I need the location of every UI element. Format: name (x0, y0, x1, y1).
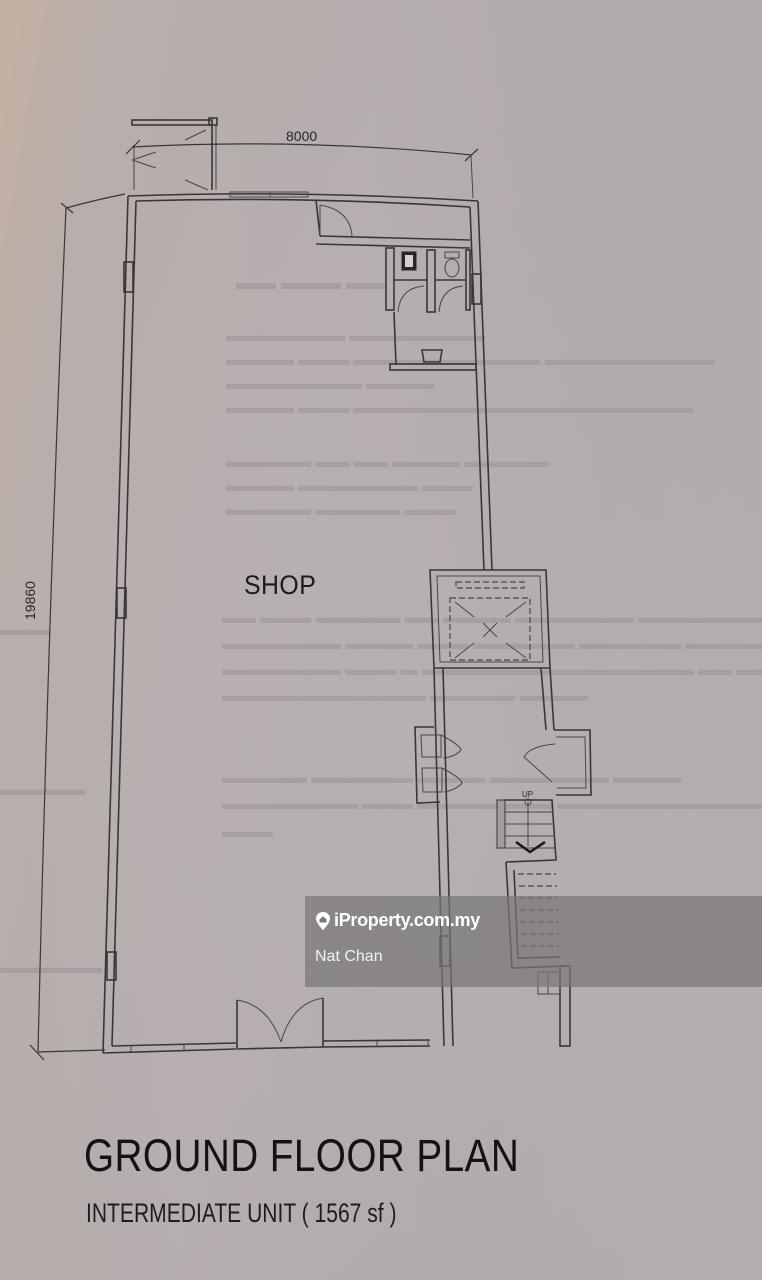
width-dimension-line (125, 139, 479, 199)
show-through-text: ▬▬▬▬▬▬▬ ▬▬▬▬ ▬▬▬ ▬▬▬▬▬▬ ▬▬▬▬▬▬ ▬▬▬▬▬ ▬ (222, 634, 762, 653)
toilets (385, 247, 477, 371)
watermark-agent-name: Nat Chan (315, 948, 383, 965)
show-through-text: ▬▬▬▬▬▬▬ ▬▬▬▬▬▬▬▬ (226, 326, 486, 345)
show-through-text: ▬▬▬▬ ▬▬▬ ▬▬▬▬▬▬▬▬▬▬▬▬▬▬▬▬▬▬▬▬ (226, 398, 694, 417)
depth-dimension-line (29, 193, 126, 1061)
lift-core (429, 569, 551, 669)
show-through-text: ▬▬▬▬ ▬▬▬ ▬▬▬▬▬▬▬▬▬▬▬ ▬▬▬▬▬▬▬▬▬▬ (226, 350, 715, 369)
show-through-text: ▬▬▬▬▬ ▬▬ ▬▬ ▬▬▬▬ ▬▬▬▬▬ (226, 452, 549, 471)
show-through-text: ▬▬▬ (0, 620, 51, 639)
top-canopy (131, 117, 218, 191)
show-through-text: ▬▬▬▬▬ ▬▬▬▬▬▬ ▬▬▬▬ ▬▬▬▬▬▬▬ ▬▬▬▬ (222, 768, 681, 787)
room-label-shop: SHOP (244, 570, 317, 600)
show-through-text: ▬▬▬▬▬▬ (0, 958, 102, 977)
width-dimension-label: 8000 (286, 128, 318, 144)
iproperty-watermark: iProperty.com.my Nat Chan (305, 896, 762, 987)
location-pin-house-icon (316, 911, 330, 930)
show-through-text: ▬▬▬▬▬▬▬▬▬▬▬▬ ▬▬▬▬▬ ▬▬▬▬ (222, 686, 588, 705)
depth-dimension-label: 19860 (22, 581, 38, 620)
shop-outer-walls (102, 191, 493, 1054)
show-through-text: ▬▬▬ (222, 822, 273, 841)
show-through-text: ▬▬▬▬ ▬▬▬▬▬▬▬ ▬▬▬ (226, 476, 473, 495)
stair-corridor (414, 667, 592, 1047)
stair-up-label: UP (522, 790, 534, 799)
watermark-brand: iProperty.com.my (315, 910, 480, 931)
show-through-text: ▬▬▬▬▬ (0, 780, 85, 799)
show-through-text: ▬▬▬▬▬▬▬▬ ▬▬▬▬ (226, 374, 435, 393)
show-through-text: ▬▬▬▬▬ ▬▬▬▬▬ ▬▬▬ (226, 500, 456, 519)
show-through-text: ▬▬ ▬▬▬ ▬▬▬▬▬ ▬▬ ▬▬▬▬ ▬▬▬▬▬▬▬ ▬▬▬▬▬▬▬▬ (222, 608, 762, 627)
show-through-text: ▬▬▬▬▬▬▬ ▬▬▬ ▬ ▬▬▬▬▬▬▬▬▬▬▬▬▬▬▬▬ ▬▬ ▬▬▬ (222, 660, 762, 679)
store-room (315, 199, 471, 249)
watermark-brand-text: iProperty.com.my (334, 910, 480, 930)
show-through-text: ▬▬ ▬▬▬ ▬▬ (236, 272, 386, 294)
plan-subtitle: INTERMEDIATE UNIT ( 1567 sf ) (86, 1198, 397, 1228)
show-through-text: ▬▬▬▬▬▬▬▬ ▬▬▬ ▬▬▬▬▬▬▬▬ ▬▬▬▬▬▬▬▬▬▬▬▬▬▬▬ (222, 794, 762, 813)
plan-title: GROUND FLOOR PLAN (84, 1130, 520, 1181)
